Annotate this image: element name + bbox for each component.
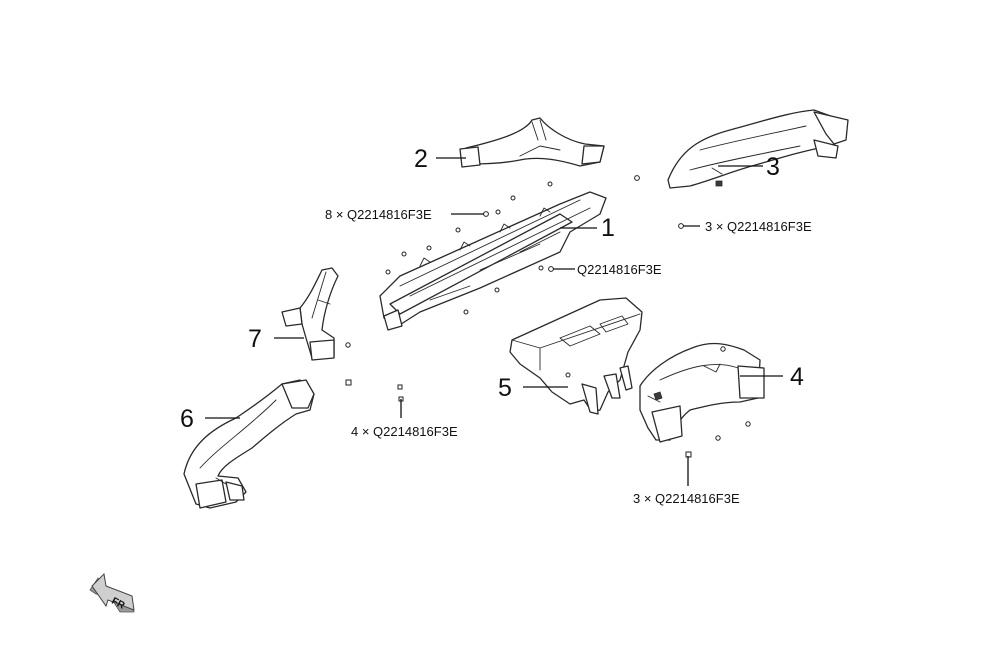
- fastener-note-top-right: 3 × Q2214816F3E: [683, 219, 812, 234]
- duct-part-1: [379, 181, 607, 331]
- duct-part-4: [639, 342, 765, 458]
- duct-part-7: [281, 267, 352, 386]
- svg-text:3 × Q2214816F3E: 3 × Q2214816F3E: [705, 219, 812, 234]
- fastener-note-top-left: 8 × Q2214816F3E: [325, 207, 484, 222]
- svg-text:Q2214816F3E: Q2214816F3E: [577, 262, 662, 277]
- svg-text:5: 5: [498, 374, 512, 402]
- callout-7: 7: [248, 325, 304, 353]
- svg-text:6: 6: [180, 405, 194, 433]
- svg-text:4: 4: [790, 363, 804, 391]
- svg-text:8 × Q2214816F3E: 8 × Q2214816F3E: [325, 207, 432, 222]
- svg-text:3 × Q2214816F3E: 3 × Q2214816F3E: [633, 491, 740, 506]
- duct-part-5: [509, 297, 643, 415]
- svg-text:4 × Q2214816F3E: 4 × Q2214816F3E: [351, 424, 458, 439]
- svg-text:3: 3: [766, 153, 780, 181]
- callout-4: 4: [740, 363, 804, 391]
- front-direction-indicator: FR: [89, 572, 135, 613]
- callout-6: 6: [180, 405, 240, 433]
- svg-text:7: 7: [248, 325, 262, 353]
- fastener-note-center: Q2214816F3E: [553, 262, 662, 277]
- fastener-note-lower-left: 4 × Q2214816F3E: [351, 399, 458, 439]
- svg-text:1: 1: [601, 214, 615, 242]
- callout-1: 1: [560, 214, 615, 242]
- callout-2: 2: [414, 145, 466, 173]
- front-direction-arrow-icon: [89, 572, 135, 613]
- callout-3: 3: [718, 153, 780, 181]
- duct-part-3: [667, 109, 849, 189]
- duct-part-6: [183, 379, 315, 509]
- fastener-note-lower-right: 3 × Q2214816F3E: [633, 456, 740, 506]
- callout-5: 5: [498, 374, 568, 402]
- svg-text:2: 2: [414, 145, 428, 173]
- duct-part-2: [459, 117, 605, 168]
